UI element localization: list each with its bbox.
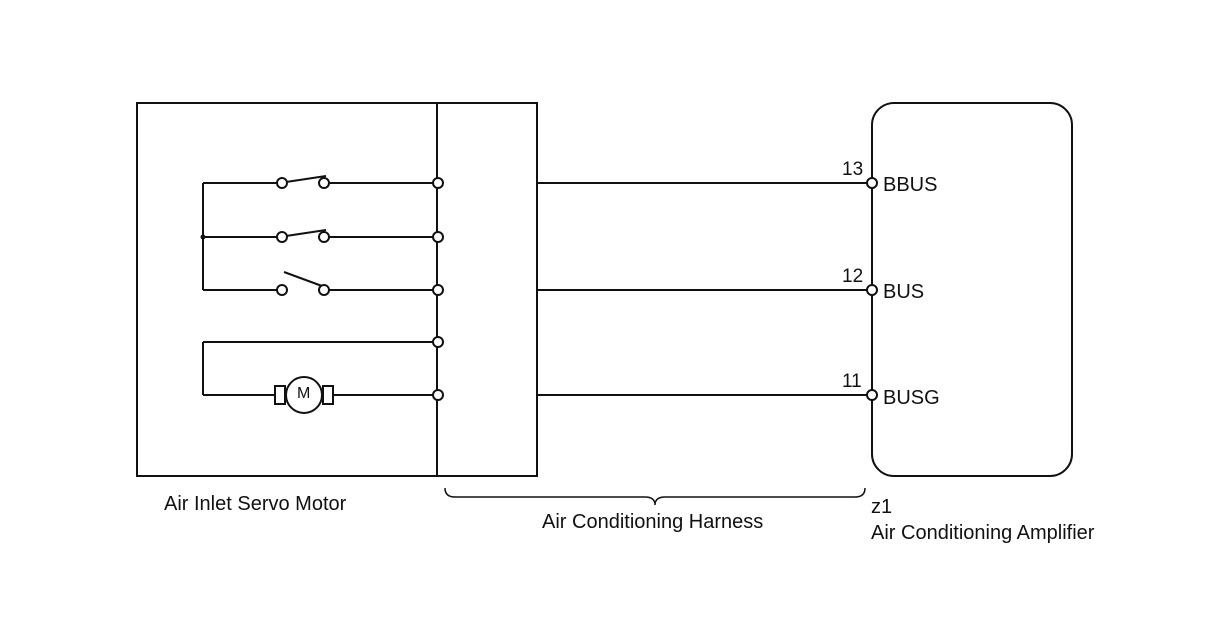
pin-name-bus: BUS <box>883 281 925 303</box>
pin-name-bbus: BBUS <box>883 174 938 196</box>
pin-terminal-12 <box>866 284 878 296</box>
switch-contact <box>318 231 330 243</box>
amplifier-label: Air Conditioning Amplifier <box>871 522 1095 544</box>
switch-network <box>200 175 433 296</box>
switch-blade <box>285 229 327 237</box>
harness-brace <box>444 487 866 506</box>
motor-letter: M <box>297 385 311 402</box>
switch-contact <box>276 231 288 243</box>
switch-contact <box>318 284 330 296</box>
switch-blade <box>283 271 323 287</box>
pin-terminal-13 <box>866 177 878 189</box>
pin-number-13: 13 <box>842 159 864 180</box>
amplifier-code: z1 <box>871 496 893 518</box>
switch-blade <box>285 175 327 183</box>
motor-symbol <box>285 376 323 414</box>
switch-contact <box>318 177 330 189</box>
pin-name-busg: BUSG <box>883 387 940 409</box>
harness-wires <box>537 182 867 396</box>
servo-motor-label: Air Inlet Servo Motor <box>164 493 347 515</box>
switch-contact <box>276 177 288 189</box>
pin-number-11: 11 <box>842 371 862 392</box>
motor-brush-right <box>322 385 334 405</box>
pin-terminal-11 <box>866 389 878 401</box>
motor-brush-left <box>274 385 286 405</box>
connector-terminals <box>432 177 444 401</box>
motor-circuit <box>202 341 433 414</box>
switch-contact <box>276 284 288 296</box>
harness-label: Air Conditioning Harness <box>542 511 764 533</box>
pin-number-12: 12 <box>842 266 864 287</box>
